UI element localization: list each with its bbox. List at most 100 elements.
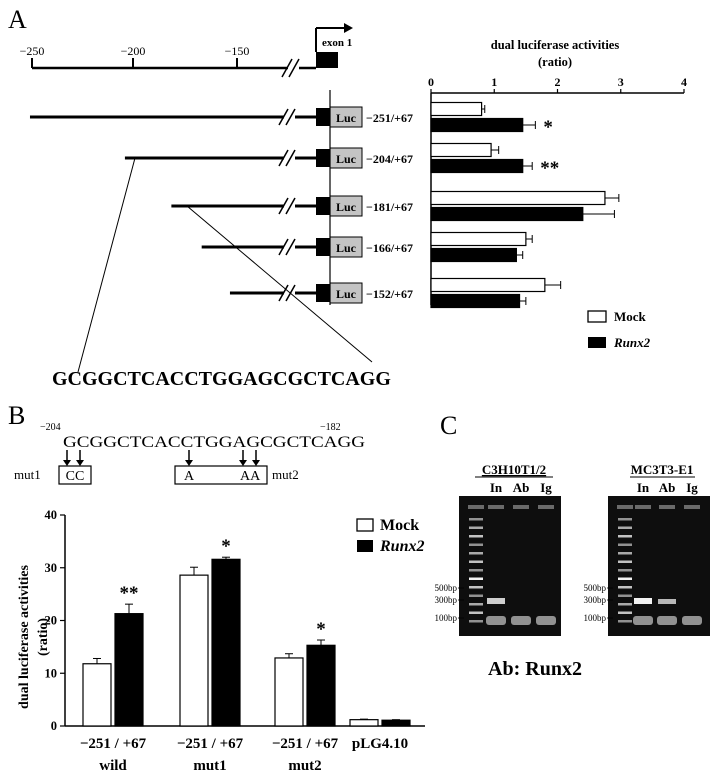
x-tick-label: 1 (491, 75, 497, 89)
bar-runx2 (430, 293, 521, 309)
ladder-band (469, 552, 483, 555)
ladder-band (618, 560, 632, 563)
construct-label: −181/+67 (366, 200, 413, 214)
ladder-band (469, 526, 483, 529)
x-tick-label: 4 (681, 75, 687, 89)
x-category-sublabel: wild (99, 758, 127, 774)
significance-marker: * (316, 619, 326, 640)
exon-segment (316, 197, 330, 215)
exon-box (316, 52, 338, 68)
primer-band (511, 616, 531, 625)
gel-well (617, 505, 633, 509)
chart-a-title-line1: dual luciferase activities (491, 38, 620, 52)
band-input (487, 598, 505, 604)
mut2-label: mut2 (272, 467, 299, 482)
gel-well (684, 505, 700, 509)
exon-segment (316, 284, 330, 302)
primer-band (633, 616, 653, 625)
y-tick-label: 20 (45, 614, 58, 628)
break-slash (285, 197, 296, 215)
ladder-band (618, 569, 632, 572)
gel-well (488, 505, 504, 509)
x-category-sublabel: mut2 (288, 758, 321, 774)
marker-label: 500bp (584, 583, 607, 593)
break-slash (278, 284, 289, 302)
mut1-sequence: CC (66, 469, 85, 484)
lane-label: Ig (540, 480, 552, 495)
y-tick-label: 0 (51, 719, 57, 733)
ladder-band (618, 535, 632, 538)
bar-mock (274, 657, 304, 727)
legend-mock-swatch (356, 518, 374, 532)
construct-label: −166/+67 (366, 241, 413, 255)
construct-diagrams: Luc−251/+67Luc−204/+67Luc−181/+67Luc−166… (29, 106, 413, 304)
legend-mock-swatch (587, 310, 607, 323)
ladder-band (618, 526, 632, 529)
x-category-label: pLG4.10 (352, 736, 408, 752)
seq-start-label: −204 (40, 422, 61, 433)
exon-label: exon 1 (322, 37, 352, 49)
ladder-band (469, 586, 483, 589)
bar-mock (82, 663, 112, 727)
significance-marker: * (543, 117, 553, 138)
break-slash (285, 238, 296, 256)
luc-label: Luc (336, 287, 357, 301)
gel-well (635, 505, 651, 509)
break-slash (285, 149, 296, 167)
ladder-band (469, 611, 483, 614)
bar-mock (430, 277, 546, 293)
luc-label: Luc (336, 111, 357, 125)
gel-well (659, 505, 675, 509)
gel-background (459, 496, 561, 636)
ruler-tick-label: −200 (121, 44, 146, 58)
legend-mock-label: Mock (614, 309, 647, 324)
construct-label: −204/+67 (366, 152, 413, 166)
legend-runx2-label: Runx2 (379, 538, 424, 555)
mutation-arrows (63, 450, 260, 466)
ruler-tick-label: −150 (225, 44, 250, 58)
marker-label: 100bp (435, 613, 458, 623)
band-input (634, 598, 652, 604)
bar-mock (349, 719, 379, 727)
ladder-band (469, 620, 483, 623)
zoom-line-left (77, 157, 136, 373)
legend-a: Mock Runx2 (587, 309, 651, 350)
x-tick-label: 0 (428, 75, 434, 89)
ladder-band (469, 577, 483, 580)
bar-runx2 (430, 158, 524, 174)
primer-band (486, 616, 506, 625)
construct-label: −152/+67 (366, 287, 413, 301)
ladder-band (618, 586, 632, 589)
x-category-label: −251 / +67 (80, 736, 147, 752)
construct-row: Luc−251/+67 (29, 106, 413, 128)
ladder-band (618, 594, 632, 597)
mut2-sequence-a: A (184, 469, 195, 484)
panel-b-label: B (8, 401, 25, 430)
lane-label: Ig (686, 480, 698, 495)
lane-label: In (637, 480, 650, 495)
ladder-band (618, 620, 632, 623)
gel-well (538, 505, 554, 509)
ladder-band (469, 560, 483, 563)
bar-runx2 (430, 117, 524, 133)
x-category-sublabel: mut1 (193, 758, 226, 774)
marker-label: 100bp (584, 613, 607, 623)
legend-b: Mock Runx2 (356, 517, 424, 555)
bar-runx2 (114, 613, 144, 727)
bar-runx2 (306, 644, 336, 727)
ruler-tick-label: −250 (20, 44, 45, 58)
ladder-band (469, 543, 483, 546)
bar-runx2 (381, 719, 411, 727)
ladder-band (469, 569, 483, 572)
bar-mock (430, 101, 483, 117)
break-slash (278, 238, 289, 256)
gel-well (513, 505, 529, 509)
zoom-line-right (186, 205, 373, 363)
ladder-band (469, 603, 483, 606)
gel-well (468, 505, 484, 509)
